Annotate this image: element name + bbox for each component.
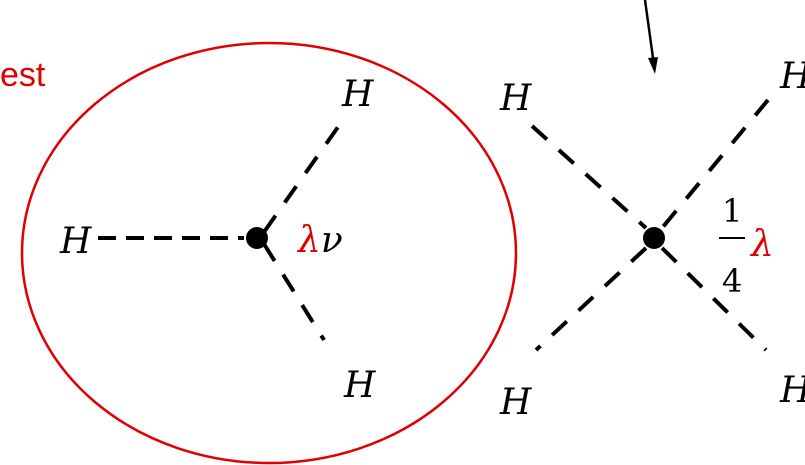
- quartic-vertex: H H H H 1 4 λ: [499, 56, 805, 423]
- fraction-numerator: 1: [722, 192, 742, 230]
- leg-lower: [262, 242, 326, 342]
- leg-label-upper-left: H: [499, 78, 532, 119]
- leg-upper-right: [660, 98, 770, 230]
- leg-upper: [262, 125, 340, 234]
- coupling-label: λν: [296, 220, 343, 261]
- pointer-arrow: [643, 0, 658, 74]
- leg-label-lower-right: H: [779, 370, 805, 411]
- leg-label-lower-left: H: [499, 382, 532, 423]
- circle-gap: [476, 95, 490, 105]
- lambda-symbol: λ: [749, 224, 774, 265]
- vertex-dot: [643, 227, 665, 249]
- highlight-circle: [20, 41, 518, 465]
- triple-vertex: H H H λν: [59, 74, 376, 406]
- leg-label-upper: H: [341, 74, 374, 115]
- leg-label-lower: H: [343, 365, 376, 406]
- vertex-dot: [246, 227, 268, 249]
- leg-label-left: H: [59, 221, 92, 262]
- leg-label-upper-right: H: [779, 56, 805, 97]
- leg-upper-left: [530, 124, 648, 230]
- fraction-denominator: 4: [722, 262, 742, 300]
- nu-symbol: ν: [321, 220, 343, 261]
- circle-caption: est: [0, 56, 46, 94]
- lambda-symbol: λ: [296, 220, 321, 261]
- leg-lower-left: [534, 246, 648, 352]
- leg-lower-right: [660, 246, 768, 352]
